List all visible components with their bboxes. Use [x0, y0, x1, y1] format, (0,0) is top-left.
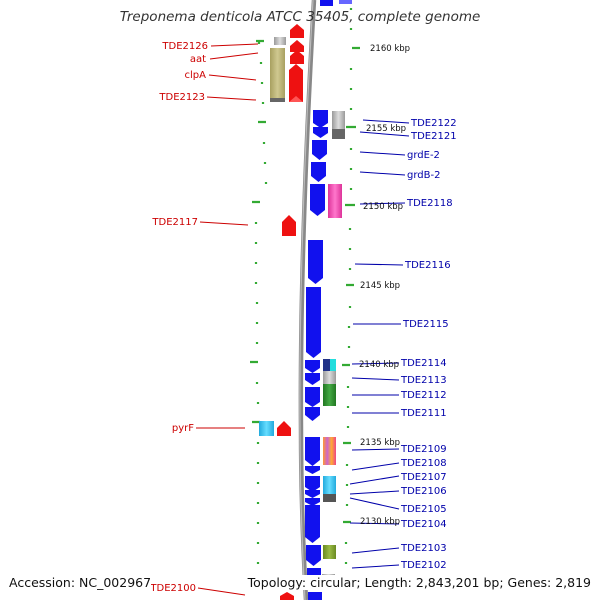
gene-label: TDE2109 [400, 444, 447, 455]
gene-olive-tail [270, 98, 285, 102]
genome-summary: Topology: circular; Length: 2,843,201 bp… [247, 575, 591, 590]
gene-label: TDE2122 [410, 118, 457, 129]
scale-label: 2155 kbp [366, 124, 406, 134]
map-title: Treponema denticola ATCC 35405, complete… [119, 9, 481, 25]
gene-label: TDE2106 [400, 486, 447, 497]
gene-pyrF-cyan [259, 421, 274, 436]
inner-tick-track [344, 8, 353, 564]
right-label-lines [349, 119, 410, 569]
scale-label: 2130 kbp [360, 517, 400, 527]
gene-label: TDE2115 [402, 319, 449, 330]
gene-label: clpA [185, 70, 207, 81]
gene-label: grdB-2 [407, 170, 440, 181]
inner-tick-track-long [342, 46, 360, 524]
gene-label: grdE-2 [407, 150, 440, 161]
genome-backbone [298, 0, 317, 600]
genome-backbone-highlight [299, 0, 314, 600]
accession-text: Accession: NC_002967 [9, 575, 152, 590]
gene-label: TDE2112 [400, 390, 447, 401]
gene-label: TDE2114 [400, 358, 447, 369]
gene-label: TDE2107 [400, 472, 447, 483]
left-strand-genes [259, 24, 304, 600]
category-blocks [322, 111, 345, 586]
gene-label: TDE2100 [149, 583, 196, 594]
scale-label: 2160 kbp [370, 44, 410, 54]
right-gene-labels: TDE2122 TDE2121 grdE-2 grdB-2 TDE2118 TD… [400, 118, 457, 571]
outer-tick-track [254, 42, 268, 564]
gene-tde2123-arrow [289, 96, 303, 102]
scale-label: 2135 kbp [360, 438, 400, 448]
left-label-lines [196, 43, 259, 596]
gene-label: TDE2111 [400, 408, 447, 419]
gene-label: TDE2117 [151, 217, 198, 228]
gene-label: TDE2105 [400, 504, 447, 515]
gene-label: pyrF [172, 423, 194, 434]
gene-label: TDE2118 [406, 198, 453, 209]
gene-label: TDE2123 [158, 92, 205, 103]
gene-label: TDE2121 [410, 131, 457, 142]
gene-label: TDE2126 [161, 41, 208, 52]
right-strand-genes [305, 110, 328, 600]
gene-tde2126-gray [274, 37, 286, 45]
gene-clpA [289, 64, 303, 102]
gene-pyrF [277, 421, 291, 436]
gene-label: TDE2102 [400, 560, 447, 571]
scale-label: 2145 kbp [360, 281, 400, 291]
gene-tde2126-upper [290, 24, 304, 38]
gene-label: TDE2116 [404, 260, 451, 271]
gene-aat [290, 40, 304, 64]
gene-tde2117 [282, 215, 296, 236]
gene-tde2100 [280, 592, 294, 600]
left-gene-labels: TDE2126 aat clpA TDE2123 TDE2117 pyrF TD… [149, 41, 208, 594]
scale-label: 2150 kbp [363, 202, 403, 212]
clipped-top-genes [320, 0, 352, 6]
gene-label: TDE2104 [400, 519, 447, 530]
gene-label: aat [190, 54, 206, 65]
gene-label: TDE2103 [400, 543, 447, 554]
outer-tick-track-long [250, 39, 266, 424]
scale-labels: 2160 kbp 2155 kbp 2150 kbp 2145 kbp 2140… [359, 44, 410, 527]
gene-label: TDE2113 [400, 375, 447, 386]
scale-label: 2140 kbp [359, 360, 399, 370]
gene-label: TDE2108 [400, 458, 447, 469]
gene-olive-block [270, 48, 285, 100]
